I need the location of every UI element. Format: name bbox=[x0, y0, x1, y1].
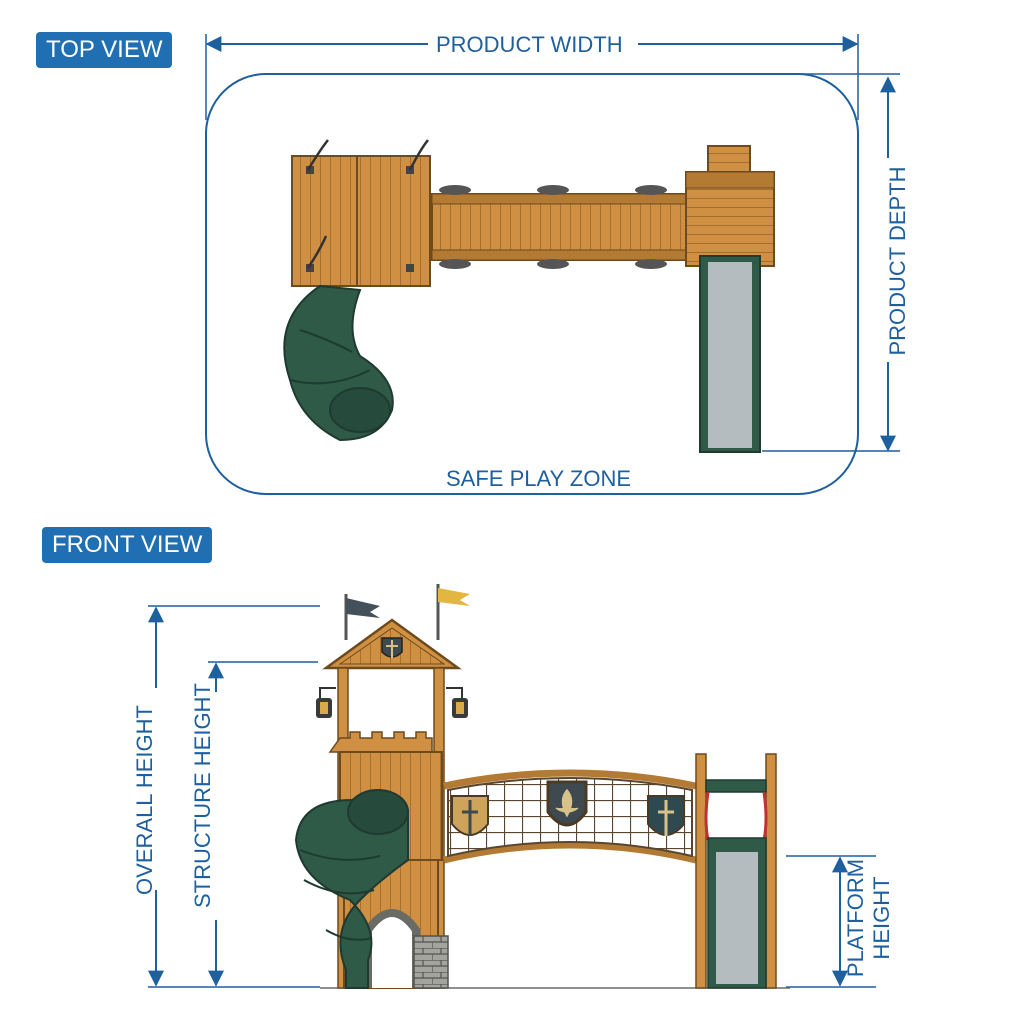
safe-play-zone-outline bbox=[205, 73, 859, 495]
tube-slide-front bbox=[294, 789, 409, 989]
top-view bbox=[205, 34, 900, 495]
shield-icon bbox=[451, 795, 489, 836]
flag-icon bbox=[436, 584, 470, 640]
top-view-label: TOP VIEW bbox=[46, 36, 163, 63]
fleur-de-lis-icon bbox=[546, 780, 588, 827]
safe-play-zone-label: SAFE PLAY ZONE bbox=[446, 466, 632, 491]
tube-slide-top bbox=[283, 284, 394, 442]
front-view-label: FRONT VIEW bbox=[52, 531, 203, 558]
lantern-icon bbox=[446, 687, 468, 718]
lantern-icon bbox=[316, 687, 336, 718]
bridge-top bbox=[431, 185, 689, 269]
straight-slide-top bbox=[699, 255, 761, 453]
product-width-label: PRODUCT WIDTH bbox=[436, 32, 623, 57]
bridge-front bbox=[443, 769, 697, 864]
top-view-badge: TOP VIEW bbox=[36, 32, 173, 68]
right-platform-front bbox=[695, 753, 777, 989]
straight-slide-front bbox=[707, 837, 767, 989]
front-view-badge: FRONT VIEW bbox=[42, 527, 213, 563]
right-platform-top bbox=[685, 145, 775, 267]
shield-icon bbox=[381, 637, 403, 658]
flag-icon bbox=[344, 594, 380, 640]
tower-deck-top bbox=[291, 139, 431, 287]
front-view bbox=[148, 584, 876, 989]
shield-icon bbox=[647, 795, 685, 836]
